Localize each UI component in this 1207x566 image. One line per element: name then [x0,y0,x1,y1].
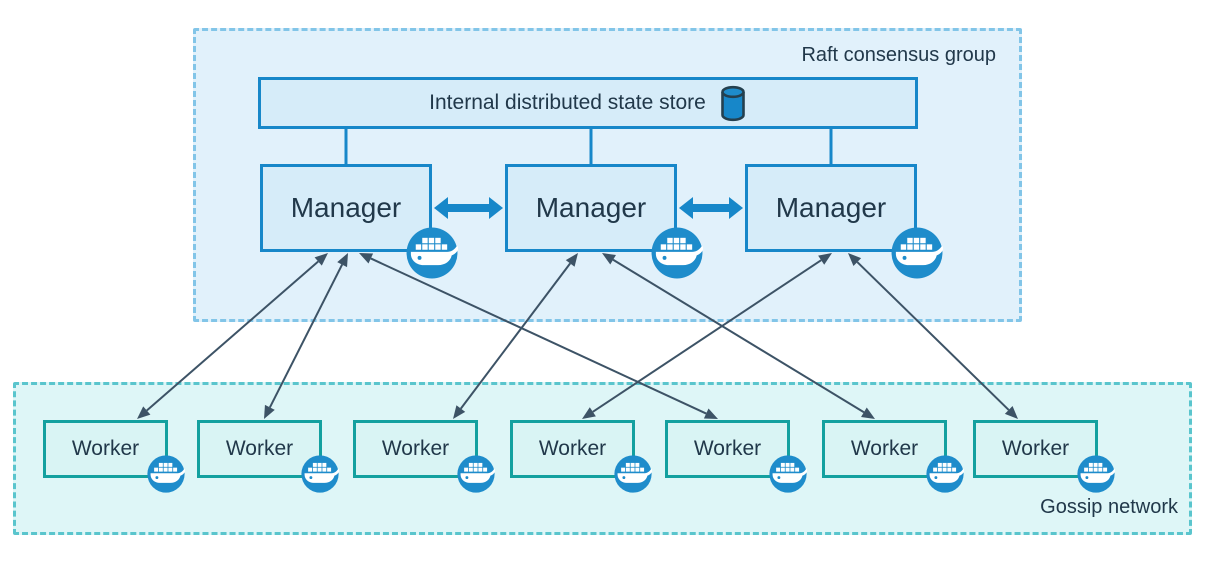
docker-whale-icon [1077,455,1115,493]
worker-1-label: Worker [71,437,140,460]
worker-1: Worker [43,420,168,478]
docker-whale-icon [406,227,458,279]
manager-3: Manager [745,164,917,252]
docker-whale-icon [769,455,807,493]
docker-whale-icon [614,455,652,493]
docker-whale-icon [301,455,339,493]
docker-whale-icon [891,227,943,279]
docker-whale-icon [651,227,703,279]
worker-4-label: Worker [538,437,607,460]
manager-3-label: Manager [775,192,887,223]
state-store-box: Internal distributed state store [258,77,918,129]
manager-2: Manager [505,164,677,252]
worker-5: Worker [665,420,790,478]
worker-5-label: Worker [693,437,762,460]
state-store-label: Internal distributed state store [429,91,706,114]
worker-6-label: Worker [850,437,919,460]
worker-3-label: Worker [381,437,450,460]
docker-whale-icon [457,455,495,493]
database-cylinder-icon [721,85,745,121]
worker-7-label: Worker [1001,437,1070,460]
worker-4: Worker [510,420,635,478]
manager-2-label: Manager [535,192,647,223]
worker-6: Worker [822,420,947,478]
worker-3: Worker [353,420,478,478]
gossip-network-label: Gossip network [1040,496,1178,518]
docker-whale-icon [147,455,185,493]
worker-2: Worker [197,420,322,478]
raft-group-label: Raft consensus group [801,44,996,66]
manager-1-label: Manager [290,192,402,223]
docker-whale-icon [926,455,964,493]
worker-2-label: Worker [225,437,294,460]
worker-7: Worker [973,420,1098,478]
